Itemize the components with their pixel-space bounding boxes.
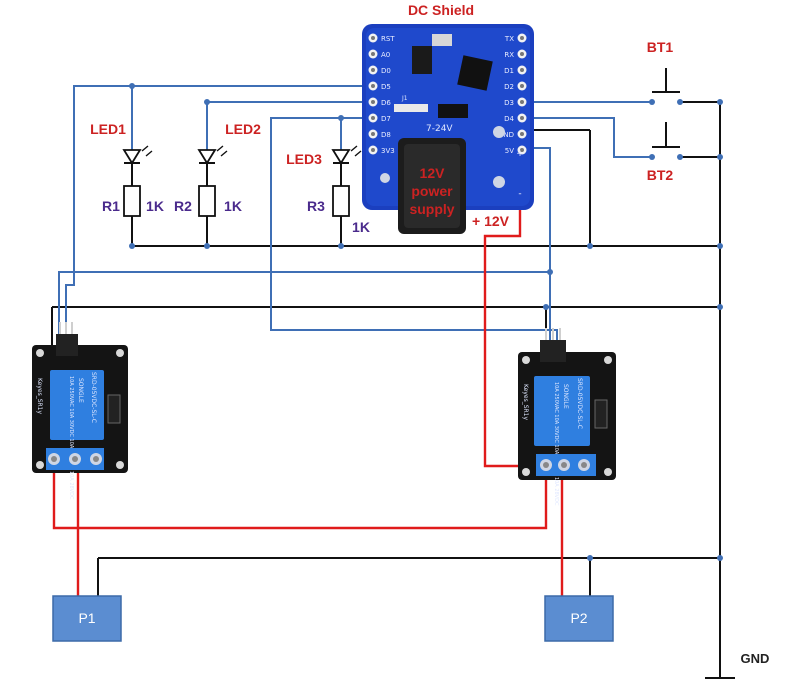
p2-label: P2: [570, 610, 587, 626]
relay2-coil: [534, 376, 590, 446]
dc-shield-board: RST A0 D0 D5 D6 D7 D8 3V3 TX RX D1 D2 D3…: [362, 24, 534, 234]
relay1-rating: 10A 250VAC 10A 30VDC 10A 125VAC 10A 28VD…: [68, 376, 74, 500]
supply-minus-mark: -: [518, 189, 521, 199]
bt1-label: BT1: [647, 39, 674, 55]
pin-label-left-6: D8: [381, 131, 391, 139]
board-mark-j1: J1: [401, 95, 408, 102]
left-pin-holes: [368, 33, 378, 155]
pin-label-right-5: D4: [504, 115, 514, 123]
relay1-coil: [50, 370, 104, 440]
r3-name: R3: [307, 198, 325, 214]
plus-12v-label: + 12V: [472, 213, 510, 229]
relay1-module-name: Keyes_SR1y: [36, 378, 43, 414]
power-wires: [52, 200, 564, 598]
pin-label-right-0: TX: [504, 35, 514, 43]
pin-label-right-4: D3: [504, 99, 514, 107]
button-bt1: [652, 68, 680, 93]
pin-label-left-1: A0: [381, 51, 390, 59]
pin-label-left-2: D0: [381, 67, 391, 75]
pin-label-left-3: D5: [381, 83, 391, 91]
board-mark-voltage: 7-24V: [426, 124, 453, 134]
pin-label-right-1: RX: [504, 51, 514, 59]
pin-label-left-0: RST: [381, 35, 395, 43]
relay1-header: [56, 334, 78, 356]
pin-label-right-2: D1: [504, 67, 514, 75]
r2-name: R2: [174, 198, 192, 214]
led1-label: LED1: [90, 121, 126, 137]
r1-name: R1: [102, 198, 120, 214]
ground-wires: [51, 101, 735, 679]
bt2-label: BT2: [647, 167, 674, 183]
supply-label-line1: 12V: [420, 165, 446, 181]
supply-plus-mark: +: [516, 149, 524, 159]
jumper-j1: [394, 104, 428, 112]
pin-label-left-7: 3V3: [381, 147, 395, 155]
relay-module-1: SONGLE 10A 250VAC 10A 30VDC 10A 125VAC 1…: [32, 322, 128, 500]
relay2-model: SRD-05VDC-SL-C: [576, 378, 583, 429]
pin-label-left-5: D7: [381, 115, 391, 123]
led3-label: LED3: [286, 151, 322, 167]
diode: [438, 104, 468, 118]
right-pin-holes: [517, 33, 527, 155]
supply-label-line3: supply: [409, 201, 454, 217]
diagram-title: DC Shield: [408, 2, 474, 18]
power-supply-label: 12V power supply: [409, 165, 454, 217]
led2-label: LED2: [225, 121, 261, 137]
r3-value: 1K: [352, 219, 370, 235]
regulator-chip: [412, 46, 432, 74]
relay1-brand: SONGLE: [77, 378, 84, 403]
button-bt2: [652, 122, 680, 148]
pin-label-right-6: GND: [498, 131, 514, 139]
relay2-module-name: Keyes_SR1y: [522, 384, 529, 420]
pump-p1: [52, 595, 122, 642]
gnd-label: GND: [741, 651, 770, 666]
pin-label-right-3: D2: [504, 83, 514, 91]
relay2-brand: SONGLE: [562, 384, 569, 409]
smd-capacitor: [432, 34, 452, 46]
relay2-header: [540, 340, 566, 362]
led-3: [331, 145, 362, 186]
led-2: [197, 145, 228, 186]
resistor-r1: [123, 185, 141, 217]
r1-value: 1K: [146, 198, 164, 214]
resistor-r2: [198, 185, 216, 217]
led-1: [122, 145, 153, 186]
relay2-rating: 10A 250VAC 10A 30VDC 10A 125VAC 10A 28VD…: [553, 382, 559, 506]
dc-jack-inner: [404, 144, 460, 228]
mount-hole-2: [493, 176, 505, 188]
pin-label-right-7: 5V: [505, 147, 514, 155]
r2-value: 1K: [224, 198, 242, 214]
relay1-model: SRD-05VDC-SL-C: [90, 372, 97, 423]
p1-label: P1: [78, 610, 95, 626]
pump-p2: [544, 595, 614, 642]
relay-module-2: SONGLE 10A 250VAC 10A 30VDC 10A 125VAC 1…: [518, 328, 616, 506]
mount-hole-3: [380, 173, 390, 183]
supply-label-line2: power: [411, 183, 453, 199]
pin-label-left-4: D6: [381, 99, 391, 107]
mount-hole-1: [493, 126, 505, 138]
resistor-r3: [332, 185, 350, 217]
dc-converter-ic: [457, 55, 493, 91]
